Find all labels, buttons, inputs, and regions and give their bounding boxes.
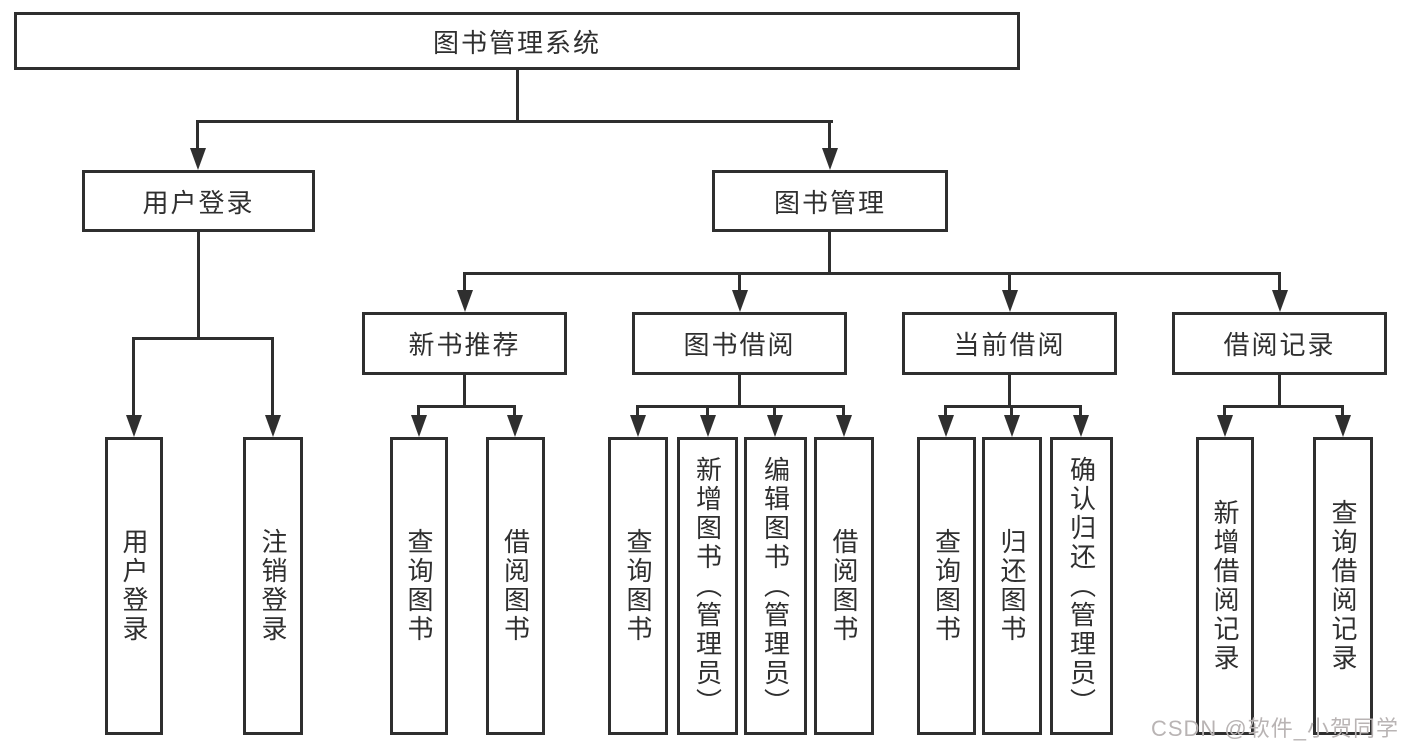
arrow-down-icon xyxy=(938,415,954,437)
connector-line xyxy=(271,337,274,415)
node-label: 归还图书 xyxy=(997,528,1027,644)
connector-line xyxy=(944,405,1082,408)
node-leaf-borrow-book: 借阅图书 xyxy=(486,437,545,735)
connector-line xyxy=(1079,405,1082,415)
node-library-system: 图书管理系统 xyxy=(14,12,1020,70)
connector-line xyxy=(196,120,199,150)
connector-line xyxy=(132,337,135,415)
node-leaf-query-borrow-record: 查询借阅记录 xyxy=(1313,437,1373,735)
node-label: 借阅记录 xyxy=(1223,330,1336,360)
connector-line xyxy=(1223,405,1226,415)
node-label: 借阅图书 xyxy=(500,528,531,644)
connector-line xyxy=(773,405,776,415)
arrow-down-icon xyxy=(1217,415,1233,437)
arrow-down-icon xyxy=(822,148,838,170)
connector-line xyxy=(706,405,709,415)
node-leaf-add-borrow-record: 新增借阅记录 xyxy=(1196,437,1254,735)
connector-line xyxy=(1008,375,1011,405)
connector-line xyxy=(417,405,516,408)
node-label: 借阅图书 xyxy=(829,528,859,644)
arrow-down-icon xyxy=(1272,290,1288,312)
node-leaf-borrow-book: 借阅图书 xyxy=(814,437,874,735)
connector-line xyxy=(463,272,466,290)
arrow-down-icon xyxy=(190,148,206,170)
node-label: 当前借阅 xyxy=(953,330,1066,360)
connector-line xyxy=(463,375,466,405)
node-label: 确认归还（管理员） xyxy=(1066,455,1097,717)
node-label: 图书管理 xyxy=(773,187,886,218)
node-user-login: 用户登录 xyxy=(82,170,315,232)
node-leaf-confirm-return-admin: 确认归还（管理员） xyxy=(1050,437,1113,735)
csdn-watermark: CSDN @软件_小贺同学 xyxy=(1150,716,1399,741)
node-new-book-recommend: 新书推荐 xyxy=(362,312,567,375)
node-label: 查询借阅记录 xyxy=(1328,499,1358,673)
arrow-down-icon xyxy=(507,415,523,437)
node-label: 新书推荐 xyxy=(408,330,521,360)
arrow-down-icon xyxy=(1335,415,1351,437)
node-label: 注销登录 xyxy=(258,528,288,644)
connector-line xyxy=(1278,375,1281,405)
node-label: 用户登录 xyxy=(119,528,149,644)
node-borrow-record: 借阅记录 xyxy=(1172,312,1387,375)
node-label: 查询图书 xyxy=(404,528,434,644)
node-label: 查询图书 xyxy=(931,528,962,644)
arrow-down-icon xyxy=(1004,415,1020,437)
node-leaf-logout: 注销登录 xyxy=(243,437,303,735)
arrow-down-icon xyxy=(126,415,142,437)
connector-line xyxy=(738,375,741,405)
connector-line xyxy=(513,405,516,415)
node-label: 图书管理系统 xyxy=(432,27,601,58)
connector-line xyxy=(944,405,947,415)
arrow-down-icon xyxy=(1002,290,1018,312)
connector-line xyxy=(1008,272,1011,290)
connector-line xyxy=(197,120,833,123)
connector-line xyxy=(1278,272,1281,290)
arrow-down-icon xyxy=(630,415,646,437)
node-current-borrow: 当前借阅 xyxy=(902,312,1117,375)
connector-line xyxy=(1223,405,1344,408)
node-leaf-add-book-admin: 新增图书（管理员） xyxy=(677,437,738,735)
connector-line xyxy=(1341,405,1344,415)
node-leaf-query-book: 查询图书 xyxy=(917,437,976,735)
arrow-down-icon xyxy=(700,415,716,437)
connector-line xyxy=(197,232,200,337)
node-label: 新增借阅记录 xyxy=(1210,499,1240,673)
node-leaf-query-book: 查询图书 xyxy=(390,437,448,735)
node-leaf-query-book: 查询图书 xyxy=(608,437,668,735)
connector-line xyxy=(1010,405,1013,415)
node-book-management: 图书管理 xyxy=(712,170,948,232)
node-label: 编辑图书（管理员） xyxy=(760,455,791,717)
node-label: 查询图书 xyxy=(623,528,653,644)
connector-line xyxy=(738,272,741,290)
node-leaf-user-login: 用户登录 xyxy=(105,437,163,735)
node-label: 用户登录 xyxy=(142,187,255,218)
node-book-borrow: 图书借阅 xyxy=(632,312,847,375)
arrow-down-icon xyxy=(1073,415,1089,437)
connector-line xyxy=(636,405,845,408)
connector-line xyxy=(828,120,831,150)
connector-line xyxy=(417,405,420,415)
arrow-down-icon xyxy=(732,290,748,312)
node-leaf-return-book: 归还图书 xyxy=(982,437,1042,735)
node-label: 图书借阅 xyxy=(683,330,796,360)
arrow-down-icon xyxy=(767,415,783,437)
connector-line xyxy=(132,337,274,340)
connector-line xyxy=(842,405,845,415)
arrow-down-icon xyxy=(265,415,281,437)
arrow-down-icon xyxy=(836,415,852,437)
arrow-down-icon xyxy=(457,290,473,312)
connector-line xyxy=(516,70,519,120)
arrow-down-icon xyxy=(411,415,427,437)
connector-line xyxy=(636,405,639,415)
connector-line xyxy=(828,232,831,272)
node-leaf-edit-book-admin: 编辑图书（管理员） xyxy=(744,437,807,735)
connector-line xyxy=(463,272,1281,275)
node-label: 新增图书（管理员） xyxy=(692,455,723,717)
